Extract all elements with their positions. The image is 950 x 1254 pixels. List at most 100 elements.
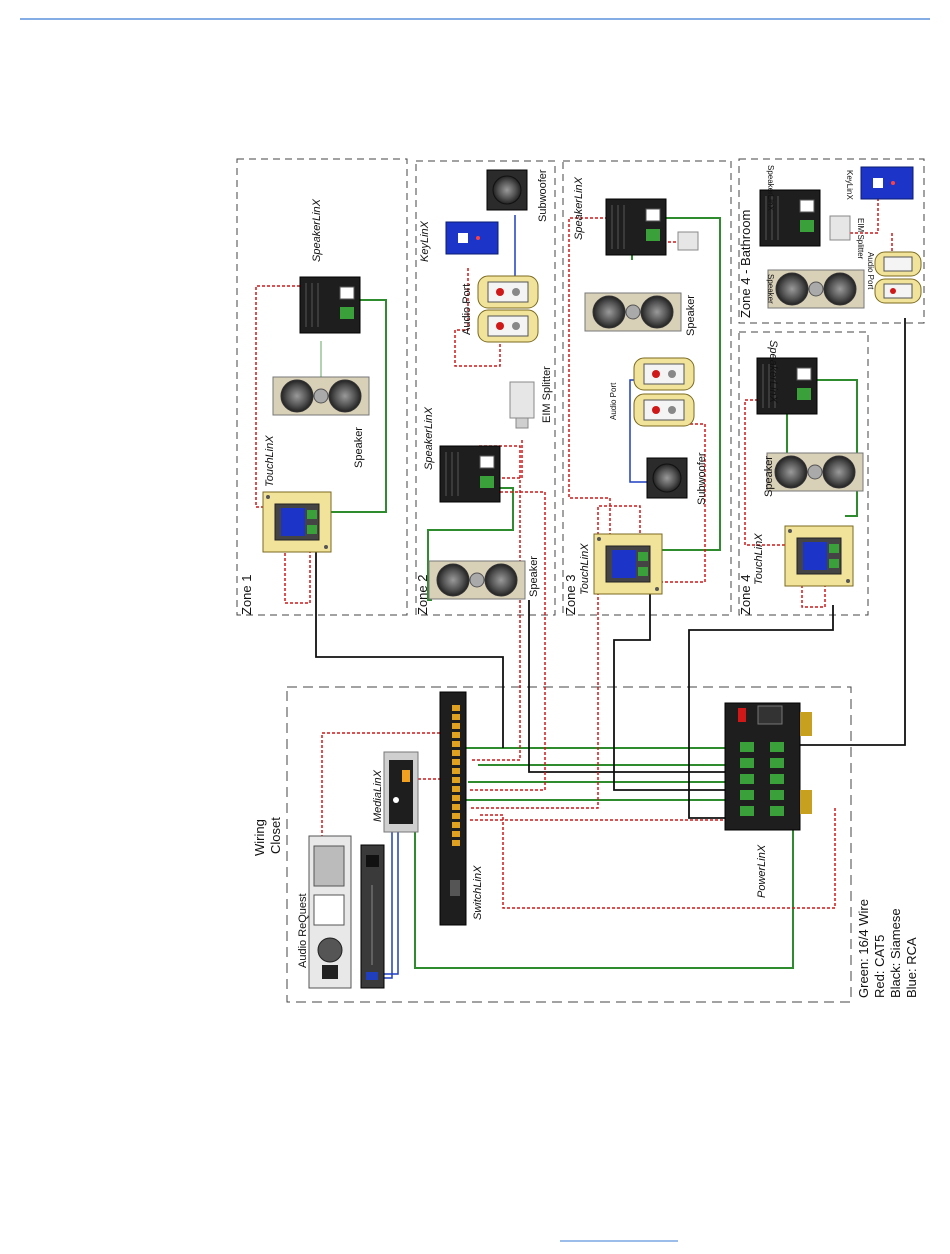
switch-port (452, 777, 460, 783)
zone-4-touchlinx (784, 525, 854, 587)
zone-2-speakerlinx (439, 445, 501, 503)
power-terminal (740, 742, 754, 752)
zone-2-keylinx (445, 221, 499, 255)
zone-3-audio-port-a (633, 357, 695, 391)
zone-4-bathroom-eim-splitter (829, 215, 851, 241)
switch-port (452, 813, 460, 819)
zone-3-speaker (584, 292, 682, 332)
zone-4-bathroom-keylinx-label: KeyLinX (845, 170, 854, 200)
zone-1-speaker (272, 376, 370, 416)
zone-3-subwoofer-label: Subwoofer (696, 452, 708, 505)
power-terminal (770, 790, 784, 800)
medialinx-label: MediaLinX (372, 769, 384, 822)
switch-port (452, 786, 460, 792)
zone-4-bathroom-audio-port-label: Audio Port (866, 252, 875, 290)
zone-3-audio-port-b (633, 393, 695, 427)
amplifier-device (360, 844, 385, 989)
zone-3-eim-splitter (677, 231, 699, 251)
legend-green: Green: 16/4 Wire (856, 899, 871, 998)
zone-3-audio-port-label: Audio Port (609, 382, 618, 420)
zone-4-speaker-label: Speaker (763, 456, 775, 497)
switch-port (452, 723, 460, 729)
switch-port (452, 840, 460, 846)
zone-3-touchlinx (593, 533, 663, 595)
zone-2-box (415, 160, 556, 616)
zone-1-touchlinx (262, 491, 332, 553)
switch-port (452, 750, 460, 756)
legend-blue: Blue: RCA (904, 937, 919, 998)
zone-1-speakerlinx (299, 276, 361, 334)
power-terminal (770, 806, 784, 816)
switch-port (452, 705, 460, 711)
zone-4-speakerlinx (756, 357, 818, 415)
zone-2-subwoofer (486, 169, 528, 211)
legend-red: Red: CAT5 (872, 935, 887, 998)
zone-2-keylinx-label: KeyLinX (419, 220, 431, 262)
legend-black: Black: Siamese (888, 908, 903, 998)
switch-port (452, 741, 460, 747)
powerlinx-label: PowerLinX (756, 844, 768, 898)
switch-port (452, 795, 460, 801)
zone-2-eim-splitter (509, 381, 535, 429)
zone-1-touchlinx-label: TouchLinX (264, 435, 276, 487)
zone-3-touchlinx-label: TouchLinX (579, 543, 591, 595)
switch-port (452, 759, 460, 765)
switch-port (452, 822, 460, 828)
zone-3-speaker-label: Speaker (685, 295, 697, 336)
zone-1-speakerlinx-label: SpeakerLinX (311, 198, 323, 262)
zone-4-label: Zone 4 (738, 575, 753, 615)
power-terminal (770, 758, 784, 768)
wiring-closet-box (286, 686, 852, 1003)
black-wires (315, 318, 906, 819)
zone-1-speaker-label: Speaker (353, 427, 365, 468)
wiring-closet-label-line-2: Closet (268, 817, 283, 854)
zone-4-bathroom-speakerlinx-label: SpeakerLinX (766, 165, 775, 211)
zone-4-bathroom-box (738, 158, 925, 324)
switch-port (452, 804, 460, 810)
zone-4-bathroom-audio-port-a (874, 251, 922, 277)
switchlinx-label: SwitchLinX (472, 865, 484, 920)
zone-4-bathroom-eim-splitter-label: EIM Splitter (856, 218, 865, 260)
medialinx-device (383, 751, 419, 833)
power-terminal (740, 806, 754, 816)
powerlinx-device (724, 702, 812, 831)
zone-4-speakerlinx-label: SpeakerLinX (767, 340, 779, 404)
zone-3-label: Zone 3 (563, 575, 578, 615)
zone-2-speakerlinx-label: SpeakerLinX (423, 406, 435, 470)
switchlinx-device (439, 691, 467, 926)
zone-2-subwoofer-label: Subwoofer (537, 169, 549, 222)
zone-1-box (236, 158, 408, 616)
switch-port (452, 831, 460, 837)
power-terminal (740, 774, 754, 784)
zone-2-audio-port-b (477, 309, 539, 343)
audio-request-label: Audio ReQuest (297, 893, 309, 968)
zone-2-eim-splitter-label: EIM Splitter (541, 366, 553, 423)
zone-2-audio-port-a (477, 275, 539, 309)
zone-1-label: Zone 1 (239, 575, 254, 615)
zone-4-box (738, 331, 869, 616)
zone-4-bathroom-label: Zone 4 - Bathroom (738, 210, 753, 318)
zone-3-speakerlinx-label: SpeakerLinX (573, 176, 585, 240)
zone-3-subwoofer (646, 457, 688, 499)
zone-2-label: Zone 2 (415, 575, 430, 615)
power-terminal (770, 774, 784, 784)
zone-2-speaker-label: Speaker (528, 556, 540, 597)
zone-2-audio-port-label: Audio Port (461, 284, 473, 335)
power-terminal (770, 742, 784, 752)
zone-3-speakerlinx (605, 198, 667, 256)
zone-4-bathroom-audio-port-b (874, 278, 922, 304)
power-terminal (740, 790, 754, 800)
zone-2-speaker (428, 560, 526, 600)
switch-port (452, 732, 460, 738)
zone-4-bathroom-keylinx (860, 166, 914, 200)
zone-3-box (562, 160, 732, 616)
switch-port (452, 714, 460, 720)
zone-4-bathroom-speaker-label: Speaker (766, 274, 775, 304)
wiring-closet-label-line-1: Wiring (252, 819, 267, 856)
audio-request-device (308, 835, 352, 989)
zone-4-speaker (766, 452, 864, 492)
power-terminal (740, 758, 754, 768)
zone-4-touchlinx-label: TouchLinX (753, 533, 765, 585)
switch-port (452, 768, 460, 774)
